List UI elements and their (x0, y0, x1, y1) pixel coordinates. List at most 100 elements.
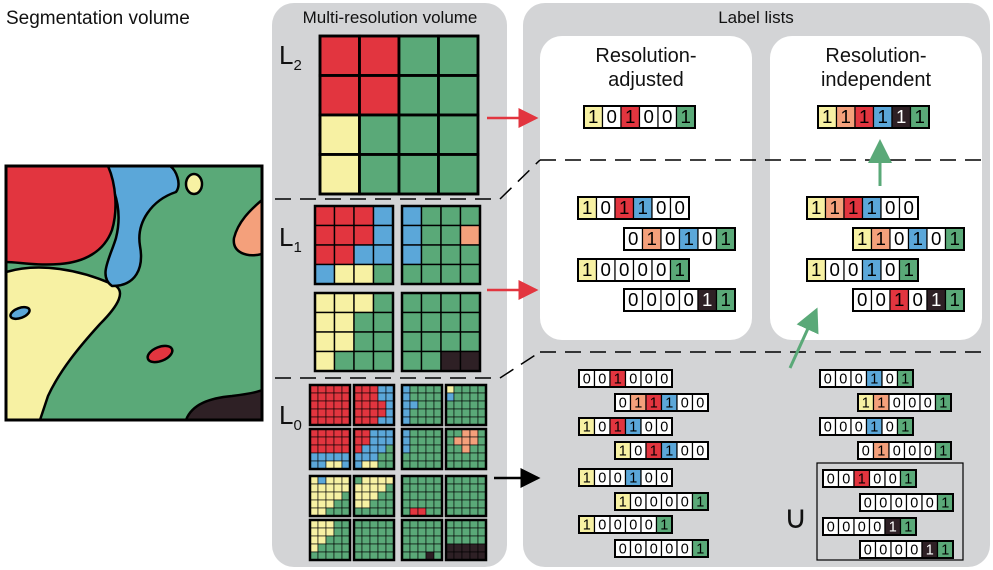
bit-value: 1 (665, 443, 673, 459)
bit-value: 0 (889, 471, 897, 487)
bit-value: 1 (665, 395, 673, 411)
grid-l1-top-left (313, 204, 395, 286)
bit-value: 1 (848, 197, 858, 218)
bit-value: 1 (878, 106, 888, 127)
bit-value: 0 (931, 228, 941, 249)
bit-value: 0 (660, 419, 668, 435)
bit-value: 1 (904, 519, 912, 535)
bit-value: 1 (634, 395, 642, 411)
level-l0-base: L (279, 400, 294, 430)
segment-blue (98, 166, 180, 288)
level-label-l2: L2 (279, 40, 302, 74)
grid-l0-15 (444, 518, 488, 562)
bit-value: 1 (696, 541, 704, 557)
bit-value: 0 (848, 259, 858, 280)
grid-l0-4 (308, 427, 352, 471)
bit-value: 0 (650, 494, 658, 510)
bit-value: 1 (877, 443, 885, 459)
bit-value: 0 (656, 197, 666, 218)
bit-value: 1 (625, 106, 635, 127)
bit-value: 0 (855, 419, 863, 435)
bit-value: 0 (583, 371, 591, 387)
bit-value: 1 (647, 228, 657, 249)
bit-value: 0 (681, 395, 689, 411)
bit-value: 0 (634, 443, 642, 459)
bit-value: 1 (696, 494, 704, 510)
bit-value: 1 (913, 228, 923, 249)
bit-value: 1 (877, 395, 885, 411)
bit-value: 0 (662, 106, 672, 127)
bit-value: 0 (893, 395, 901, 411)
bit-value: 1 (638, 197, 648, 218)
bit-value: 0 (647, 289, 657, 310)
bit-value: 0 (858, 519, 866, 535)
bit-value: 1 (939, 395, 947, 411)
grid-l1-top-right (400, 204, 482, 286)
bit-value: 0 (645, 470, 653, 486)
arrow-l0-to-l1-independent (788, 307, 819, 369)
bit-value: 1 (702, 289, 712, 310)
bit-value: 1 (857, 228, 867, 249)
bit-value: 0 (681, 494, 689, 510)
bit-value: 1 (619, 494, 627, 510)
bit-value: 0 (645, 517, 653, 533)
bit-value: 1 (859, 106, 869, 127)
bit-value: 0 (638, 259, 648, 280)
bit-value: 0 (842, 519, 850, 535)
bit-value: 1 (619, 197, 629, 218)
bit-value: 0 (614, 470, 622, 486)
bit-value: 1 (901, 371, 909, 387)
card-adjusted-title-line2: adjusted (608, 69, 684, 91)
bit-value: 1 (894, 289, 904, 310)
bit-value: 0 (629, 517, 637, 533)
bit-value: 1 (950, 228, 960, 249)
bit-value: 0 (629, 371, 637, 387)
bit-value: 0 (619, 541, 627, 557)
bit-value: 1 (583, 470, 591, 486)
bit-value: 0 (665, 289, 675, 310)
bit-value: 1 (660, 517, 668, 533)
bit-value: 0 (910, 495, 918, 511)
bit-value: 0 (645, 371, 653, 387)
bit-value: 0 (910, 542, 918, 558)
grid-l0-5 (352, 427, 396, 471)
bit-value: 1 (904, 259, 914, 280)
label-lists-title: Label lists (718, 8, 794, 27)
bit-value: 0 (607, 106, 617, 127)
grid-l0-2 (400, 383, 444, 427)
bit-value: 0 (634, 541, 642, 557)
bit-value: 1 (904, 471, 912, 487)
bit-value: 0 (830, 259, 840, 280)
bit-value: 1 (811, 259, 821, 280)
bit-value: 1 (588, 106, 598, 127)
bit-value: 0 (857, 289, 867, 310)
segment-orange (232, 198, 262, 257)
grid-l0-13 (352, 518, 396, 562)
bit-value: 0 (665, 228, 675, 249)
segment-red (6, 166, 117, 266)
bit-value: 1 (721, 289, 731, 310)
bit-value: 1 (811, 197, 821, 218)
bit-value: 0 (876, 289, 886, 310)
bit-value: 0 (895, 495, 903, 511)
bit-value: 0 (650, 541, 658, 557)
grid-l0-8 (308, 474, 352, 518)
bit-value: 0 (864, 495, 872, 511)
bit-value: 0 (824, 419, 832, 435)
bit-value: 1 (629, 419, 637, 435)
level-l0-sub: 0 (293, 417, 302, 435)
bit-value: 0 (926, 495, 934, 511)
level-l1-base: L (279, 222, 294, 252)
bit-value: 0 (839, 371, 847, 387)
